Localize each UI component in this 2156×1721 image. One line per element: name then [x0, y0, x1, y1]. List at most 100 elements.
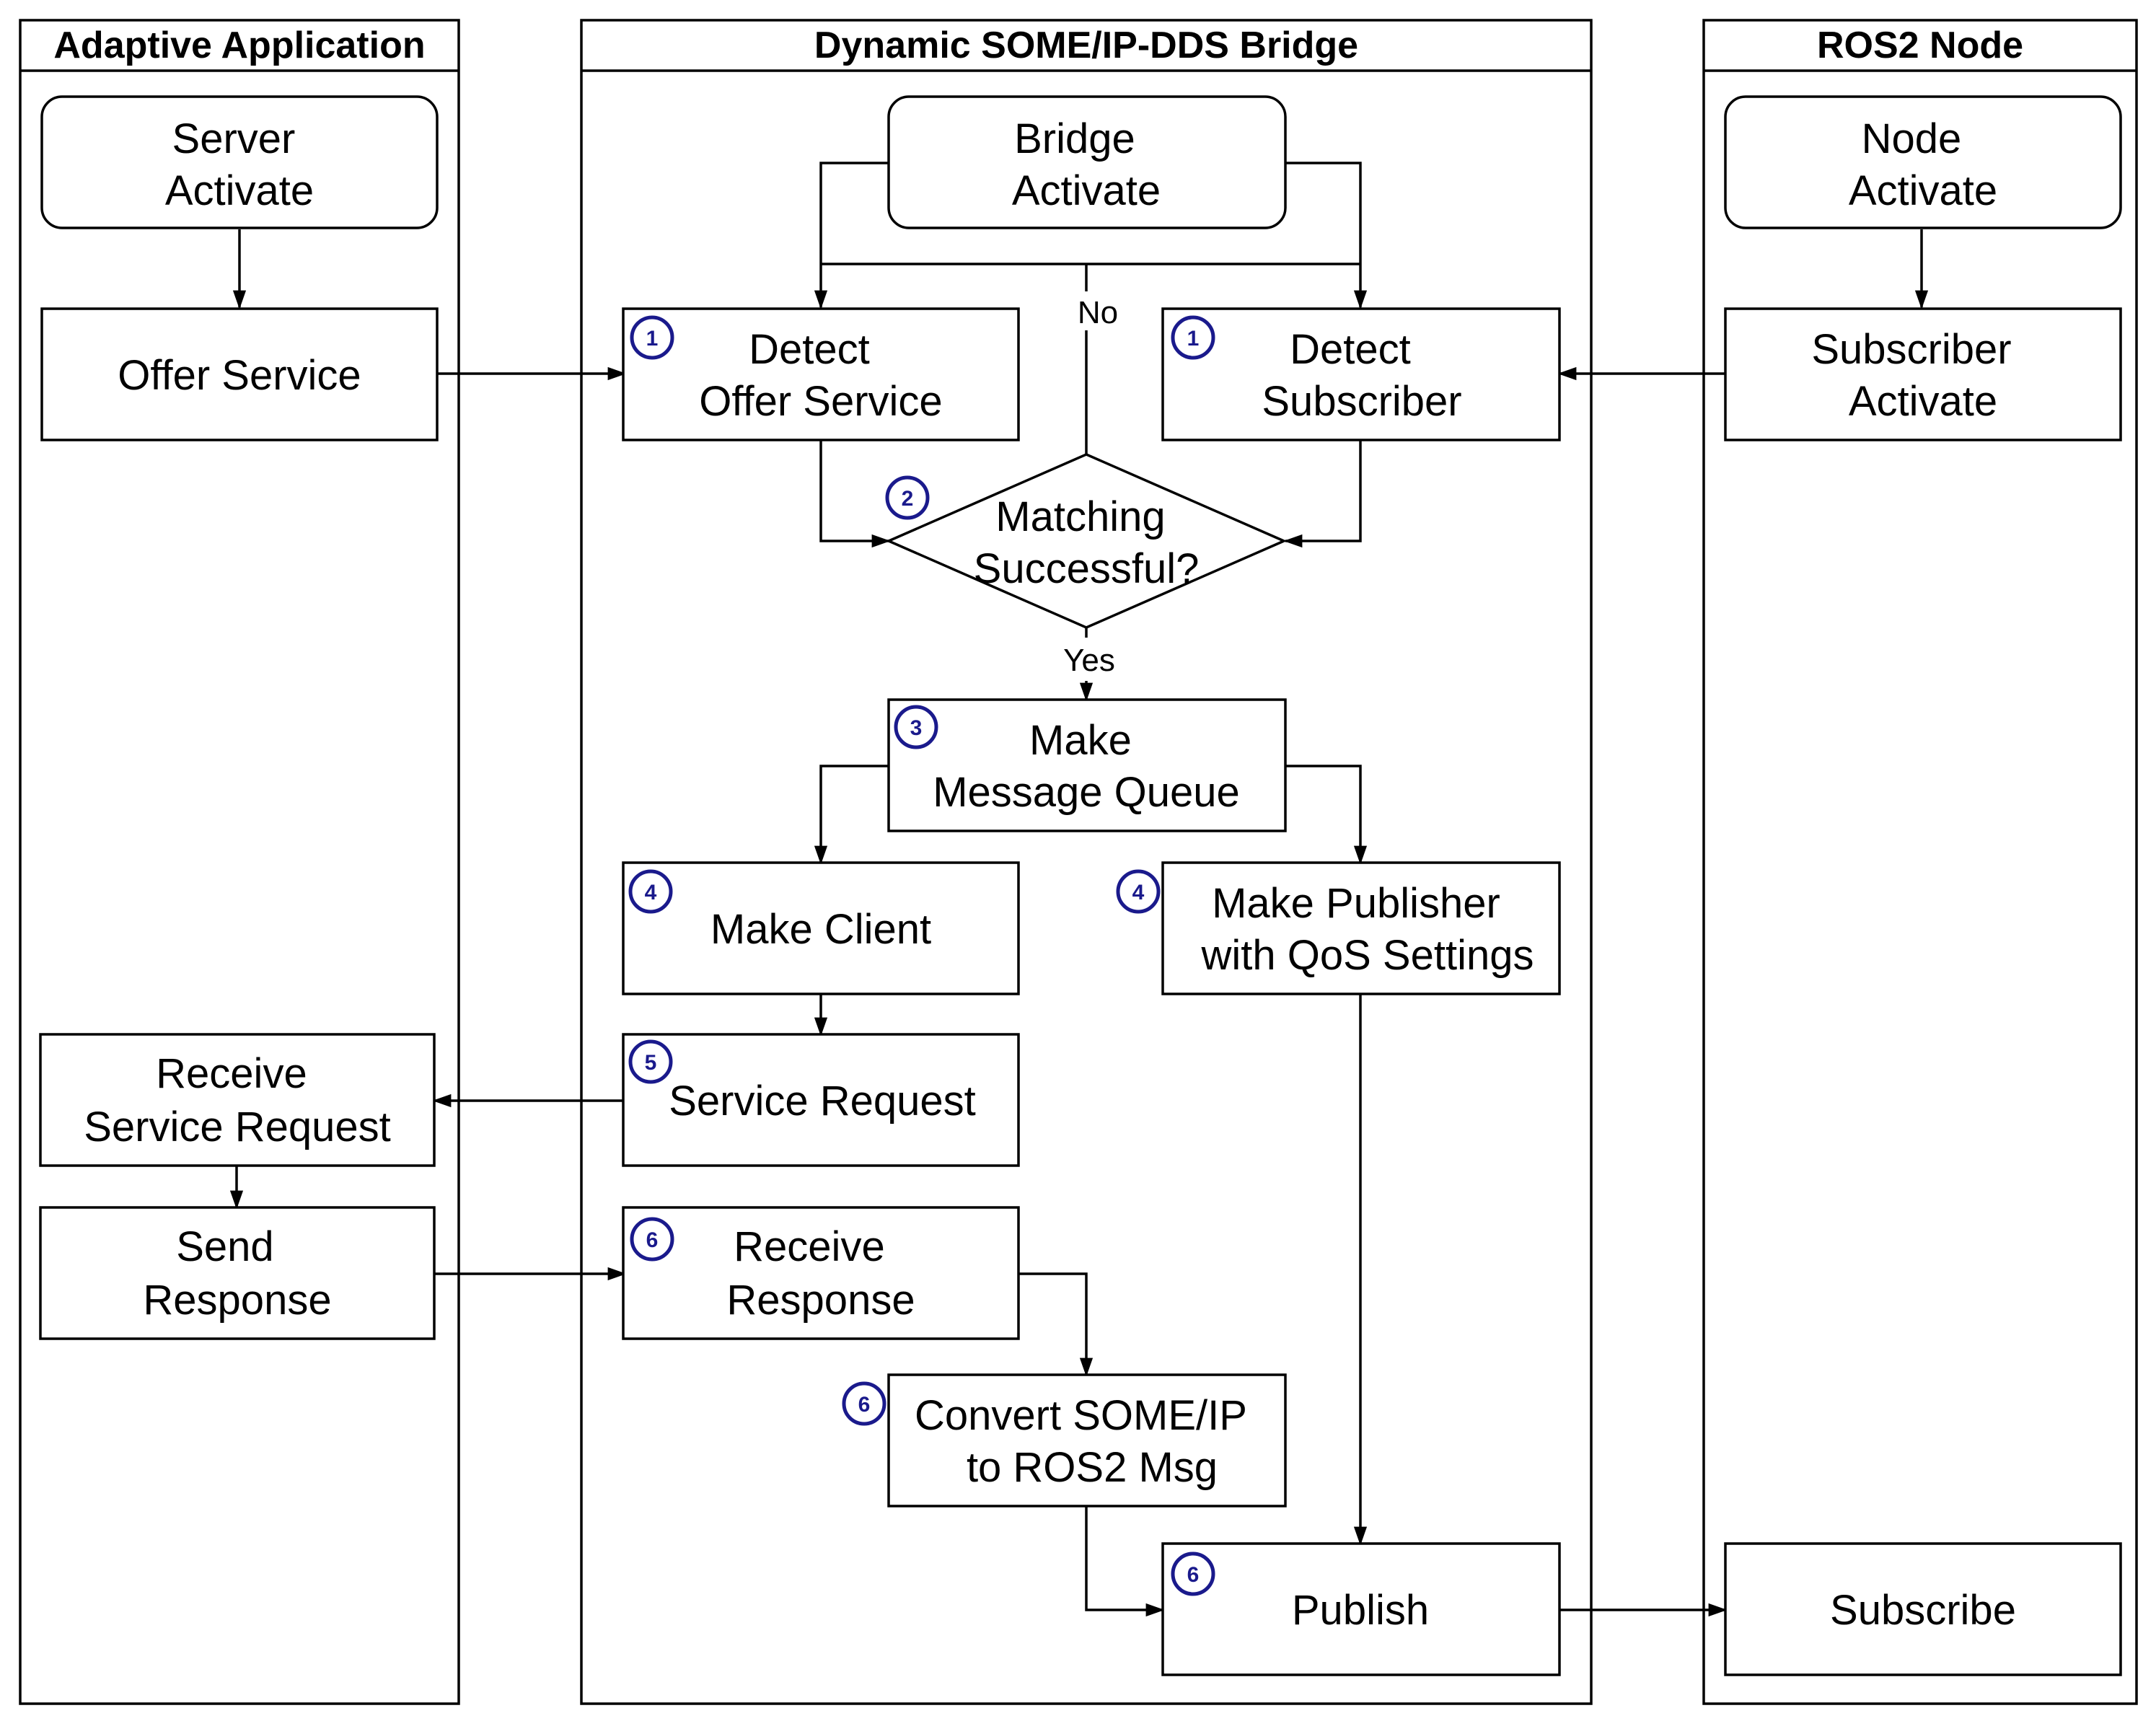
node-node-activate: Node Activate — [1724, 95, 2122, 229]
node-label: Receive — [156, 1050, 307, 1097]
node-make-publisher: Make Publisher with QoS Settings — [1161, 861, 1561, 995]
step-badge: 6 — [842, 1381, 886, 1426]
node-label: Receive — [734, 1223, 885, 1270]
node-label: Detect — [1290, 326, 1411, 373]
node-label: Send — [176, 1223, 273, 1270]
step-number: 4 — [1132, 881, 1145, 904]
svg-text:Send Response: Send Response — [143, 1223, 331, 1324]
step-number: 5 — [645, 1051, 657, 1075]
node-label: to ROS2 Msg — [967, 1444, 1218, 1491]
step-badge: 6 — [630, 1217, 674, 1262]
node-service-request: Service Request — [622, 1033, 1020, 1167]
step-number: 6 — [1187, 1563, 1200, 1587]
step-number: 6 — [646, 1228, 659, 1252]
node-receive-response: Receive Response — [622, 1206, 1020, 1340]
node-label: Activate — [1012, 167, 1161, 214]
svg-text:Bridge Activate: Bridge Activate — [1012, 115, 1161, 214]
svg-text:Service Request: Service Request — [669, 1078, 976, 1124]
svg-text:Receive Response: Receive Response — [726, 1223, 915, 1324]
node-label: Bridge — [1014, 115, 1135, 162]
node-subscriber-activate: Subscriber Activate — [1724, 307, 2122, 441]
lane-title-adaptive: Adaptive Application — [53, 25, 425, 66]
node-detect-offer-service: Detect Offer Service — [622, 307, 1020, 441]
step-number: 3 — [910, 716, 923, 740]
node-publish: Publish — [1161, 1542, 1561, 1676]
node-label: Make Publisher — [1212, 880, 1500, 927]
node-send-response: Send Response — [39, 1206, 436, 1340]
svg-text:Subscriber Activate: Subscriber Activate — [1811, 326, 2023, 425]
node-offer-service: Offer Service — [40, 307, 439, 441]
step-badge: 5 — [628, 1039, 673, 1084]
svg-text:Offer Service: Offer Service — [118, 352, 361, 399]
node-label: Activate — [165, 167, 314, 214]
svg-text:Detect Offer Service: Detect Offer Service — [699, 326, 942, 425]
lane-title-ros2: ROS2 Node — [1817, 25, 2023, 66]
node-bridge-activate: Bridge Activate — [887, 95, 1287, 229]
node-label: Response — [726, 1277, 915, 1324]
svg-text:Node Activate: Node Activate — [1849, 115, 1997, 214]
svg-text:Server Activate: Server Activate — [165, 115, 314, 214]
svg-text:Publish: Publish — [1292, 1587, 1429, 1634]
svg-text:Detect Subscriber: Detect Subscriber — [1262, 326, 1461, 425]
lane-title-bridge: Dynamic SOME/IP-DDS Bridge — [814, 25, 1358, 66]
step-badge: 3 — [894, 705, 938, 749]
edge-queue-to-publisher — [1285, 765, 1368, 865]
svg-text:Subscribe: Subscribe — [1830, 1587, 2016, 1634]
step-number: 1 — [1187, 327, 1200, 351]
edge-label-yes: Yes — [1063, 643, 1115, 678]
svg-text:Matching Successful?: Matching Successful? — [974, 493, 1200, 592]
step-badge: 2 — [885, 475, 930, 520]
step-badges: 1 1 2 3 4 4 5 6 6 6 — [628, 315, 1215, 1596]
node-label: Response — [143, 1277, 331, 1324]
node-label: Node — [1862, 115, 1962, 162]
svg-text:Convert SOME/IP to ROS2: Convert SOME/IP to ROS2 Msg — [915, 1392, 1258, 1491]
edge-detect-offer-to-matching — [819, 440, 891, 548]
node-label: Activate — [1849, 167, 1997, 214]
node-label: Subscribe — [1830, 1587, 2016, 1634]
node-label: Make Client — [710, 906, 931, 953]
edge-bridge-to-detect-offer — [814, 162, 889, 309]
step-badge: 6 — [1171, 1551, 1215, 1596]
node-label: Matching — [995, 493, 1165, 540]
step-number: 2 — [902, 487, 914, 511]
step-badge: 1 — [1171, 315, 1215, 360]
step-number: 6 — [858, 1393, 871, 1417]
node-server-activate: Server Activate — [40, 95, 439, 229]
node-label: Service Request — [84, 1104, 391, 1150]
svg-text:Receive Service Request: Receive Service Request — [84, 1050, 391, 1150]
edge-receive-response-to-convert — [1018, 1272, 1094, 1377]
svg-text:Make Message Queue: Make Message Queue — [933, 717, 1240, 816]
node-label: Message Queue — [933, 769, 1240, 816]
edge-queue-to-client — [814, 765, 889, 865]
lane-ros2-node: ROS2 Node — [1702, 19, 2138, 1705]
node-label: Service Request — [669, 1078, 976, 1124]
node-subscribe: Subscribe — [1724, 1542, 2122, 1676]
node-label: Subscriber — [1811, 326, 2011, 373]
node-label: Subscriber — [1262, 378, 1461, 425]
step-number: 1 — [646, 327, 659, 351]
node-make-client: Make Client — [622, 861, 1020, 995]
edge-bridge-to-detect-subscriber — [1285, 162, 1368, 309]
node-label: Offer Service — [118, 352, 361, 399]
svg-text:Make Publisher with QoS: Make Publisher with QoS Settings — [1201, 880, 1534, 979]
node-label: Detect — [749, 326, 870, 373]
node-matching-successful: Matching Successful? — [885, 453, 1288, 629]
node-label: Convert SOME/IP — [915, 1392, 1246, 1439]
node-make-message-queue: Make Message Queue — [887, 698, 1287, 832]
node-label: Publish — [1292, 1587, 1429, 1634]
node-detect-subscriber: Detect Subscriber — [1161, 307, 1561, 441]
edge-label-no: No — [1078, 295, 1118, 330]
step-badge: 1 — [630, 315, 674, 360]
node-label: Offer Service — [699, 378, 942, 425]
step-number: 4 — [645, 881, 657, 904]
node-label: Successful? — [974, 545, 1200, 592]
node-label: Activate — [1849, 378, 1997, 425]
node-receive-service-request: Receive Service Request — [39, 1033, 436, 1167]
node-convert-msg: Convert SOME/IP to ROS2 Msg — [887, 1373, 1287, 1507]
node-label: Server — [172, 115, 296, 162]
node-label: Make — [1029, 717, 1132, 764]
step-badge: 4 — [628, 869, 673, 914]
node-label: with QoS Settings — [1201, 932, 1534, 979]
svg-text:Make Client: Make Client — [710, 906, 931, 953]
